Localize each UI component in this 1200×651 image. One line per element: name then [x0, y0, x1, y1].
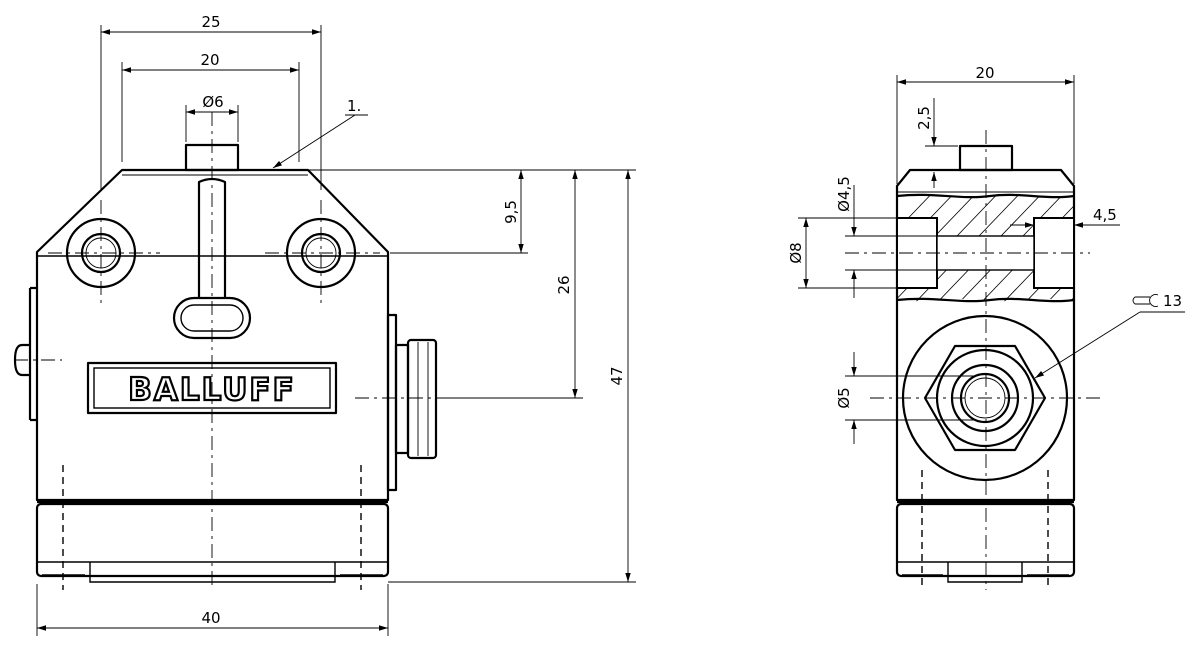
dimension-plunger-dia: Ø6 — [185, 93, 239, 142]
front-housing-outline — [35, 168, 390, 502]
dimension-counterbore-dia: Ø8 — [787, 217, 897, 289]
side-housing-outline — [895, 168, 1076, 502]
section-break-top — [896, 193, 1075, 199]
base-block — [35, 500, 390, 583]
left-side-rib — [28, 286, 37, 422]
hatch-line — [1017, 194, 1074, 302]
side-base-block — [895, 500, 1076, 583]
section-break-bottom — [896, 297, 1075, 303]
dim-dia8-label: Ø8 — [787, 242, 805, 263]
callout-1: 1. — [272, 97, 368, 169]
front-view: BALLUFF — [13, 13, 636, 636]
dimension-top-width: 25 — [100, 13, 322, 190]
brand-logo-text: BALLUFF — [128, 372, 296, 408]
hatch-line — [1106, 185, 1200, 310]
dim-4-5-label: 4,5 — [1093, 206, 1117, 224]
dim-dia5-label: Ø5 — [835, 387, 853, 408]
callout-1-label: 1. — [347, 97, 361, 115]
dimension-total-height: 47 — [608, 170, 631, 582]
hatch-line — [1084, 185, 1200, 310]
dimension-counterbore-depth: 4,5 — [1010, 206, 1120, 228]
side-view: 20 2,5 Ø4,5 Ø8 4,5 — [787, 64, 1200, 590]
dimension-side-width: 20 — [896, 64, 1075, 184]
hatch-line — [1039, 194, 1074, 302]
callout-13-label: 13 — [1163, 292, 1182, 310]
cable-gland — [386, 313, 438, 492]
dimension-top-step: 2,5 — [915, 98, 958, 188]
dim-2-5-label: 2,5 — [915, 106, 933, 130]
dimension-hole-dia: Ø4,5 — [835, 176, 937, 298]
dim-47-label: 47 — [608, 366, 626, 385]
dimension-hole-spacing: 20 — [121, 51, 300, 162]
dim-40-label: 40 — [201, 609, 220, 627]
dim-dia6-label: Ø6 — [202, 93, 223, 111]
dim-side-20-label: 20 — [975, 64, 994, 82]
hatch-line — [897, 194, 941, 302]
dimension-axis-height: 26 — [555, 170, 578, 398]
dimension-bottom-width: 40 — [36, 584, 389, 636]
dim-25-label: 25 — [201, 13, 220, 31]
dim-dia4-5-label: Ø4,5 — [835, 176, 853, 212]
dim-9-5-label: 9,5 — [502, 200, 520, 224]
dim-20-label: 20 — [200, 51, 219, 69]
wrench-size-icon — [1132, 294, 1159, 307]
dimension-top-height: 9,5 — [502, 170, 524, 253]
dimension-inner-dia: Ø5 — [835, 352, 975, 444]
dim-26-label: 26 — [555, 275, 573, 294]
callout-13: 13 — [1034, 292, 1185, 379]
